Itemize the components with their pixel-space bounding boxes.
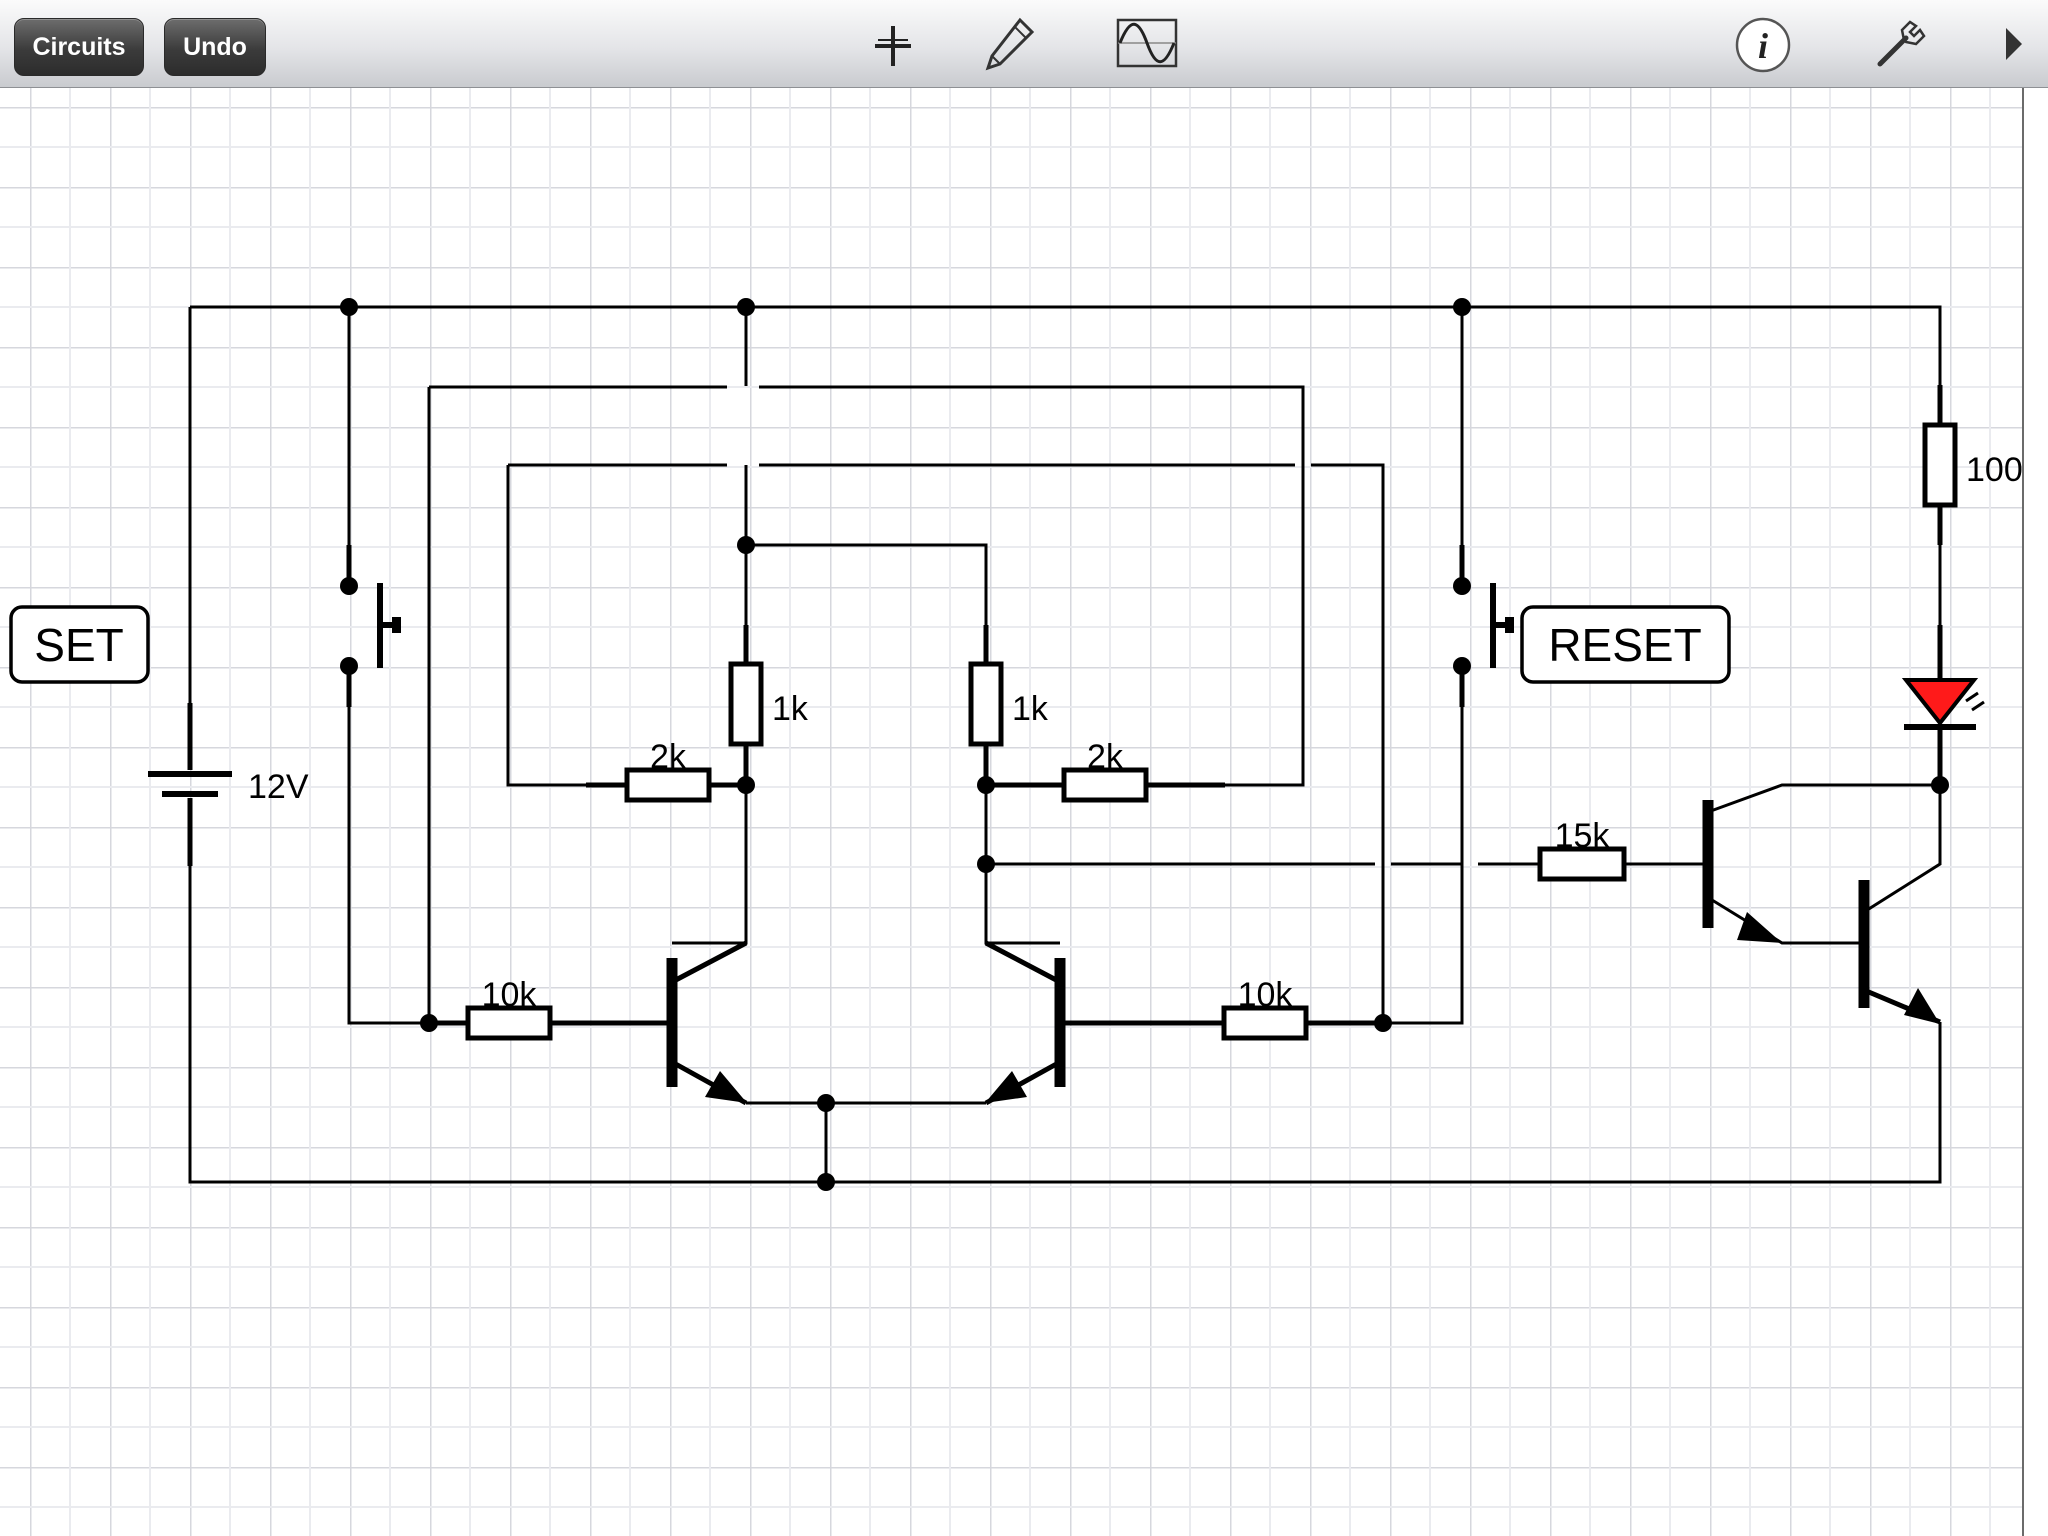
resistor-1k-left-label: 1k xyxy=(772,690,809,728)
reset-label: RESET xyxy=(1548,619,1701,671)
transistor-right[interactable] xyxy=(984,940,1066,1106)
reset-pushbutton[interactable] xyxy=(1453,545,1514,707)
set-pushbutton[interactable] xyxy=(340,545,401,707)
resistor-10k-left-label: 10k xyxy=(482,976,538,1014)
resistor-2k-left-label: 2k xyxy=(650,738,687,776)
circuits-button[interactable]: Circuits xyxy=(14,18,144,76)
resistor-1k-left[interactable] xyxy=(728,625,764,785)
transistor-output[interactable] xyxy=(1858,880,1941,1025)
reset-label-box[interactable]: RESET xyxy=(1520,605,1731,684)
grid-background xyxy=(0,88,2022,1536)
toolbar: Circuits Undo i xyxy=(0,0,2048,88)
canvas-right-edge xyxy=(2022,88,2024,1536)
resistor-10k-right[interactable] xyxy=(1060,1005,1383,1041)
transistor-left[interactable] xyxy=(666,940,748,1106)
resistor-1k-right[interactable] xyxy=(968,625,1004,785)
play-icon[interactable] xyxy=(2004,24,2028,64)
pencil-icon[interactable] xyxy=(982,16,1038,72)
set-label: SET xyxy=(34,619,123,671)
add-component-icon[interactable] xyxy=(868,20,918,70)
resistor-100-label: 100 xyxy=(1966,451,2023,489)
resistor-1k-right-label: 1k xyxy=(1012,690,1049,728)
wrench-icon[interactable] xyxy=(1870,16,1928,74)
info-icon[interactable]: i xyxy=(1734,16,1792,74)
resistor-2k-right[interactable] xyxy=(986,767,1225,803)
wires xyxy=(188,305,1942,1184)
resistor-10k-right-label: 10k xyxy=(1238,976,1294,1014)
resistor-10k-left[interactable] xyxy=(429,1005,672,1041)
led-body xyxy=(1901,678,1979,727)
battery-voltage-label: 12V xyxy=(248,768,309,806)
resistor-15k[interactable] xyxy=(1537,846,1627,882)
undo-button[interactable]: Undo xyxy=(164,18,266,76)
led[interactable] xyxy=(1901,625,1985,785)
info-glyph: i xyxy=(1758,26,1768,66)
resistor-100[interactable] xyxy=(1922,385,1958,545)
resistor-2k-left[interactable] xyxy=(586,767,746,803)
transistor-driver[interactable] xyxy=(1702,800,1782,943)
resistor-2k-right-label: 2k xyxy=(1087,738,1124,776)
oscilloscope-icon[interactable] xyxy=(1116,16,1178,70)
resistor-15k-label: 15k xyxy=(1555,817,1611,855)
set-label-box[interactable]: SET xyxy=(9,605,150,684)
battery-12v[interactable] xyxy=(148,703,232,866)
schematic-canvas[interactable]: 12V SET RESET 1k 1k xyxy=(0,88,2048,1536)
